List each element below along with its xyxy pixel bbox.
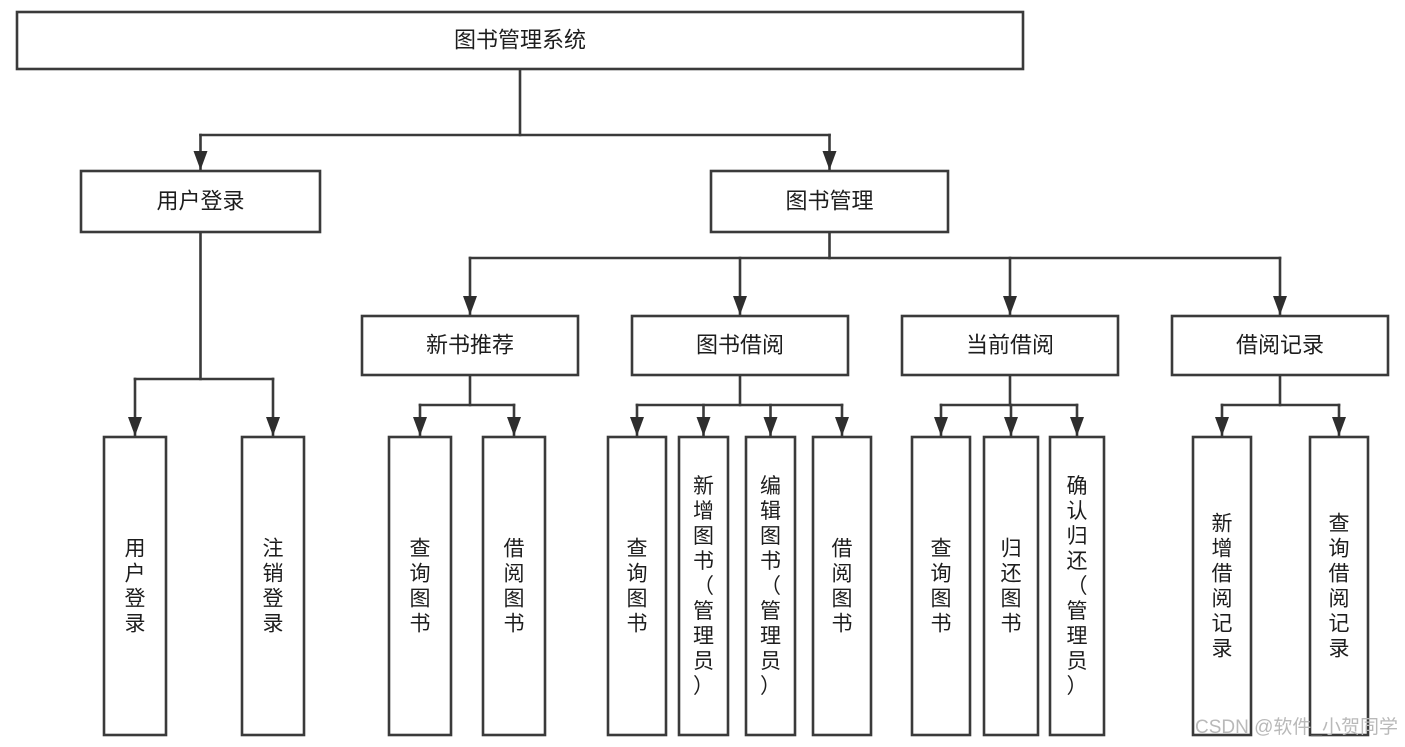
node-label-root: 图书管理系统 [454, 27, 586, 52]
arrow-head-icon [1070, 417, 1084, 436]
node-box-query-book-3[interactable] [910, 435, 972, 737]
node-box-root[interactable] [15, 10, 1025, 71]
node-box-current-borrow[interactable] [900, 314, 1120, 377]
arrow-head-icon [463, 296, 477, 315]
arrow-head-icon [934, 417, 948, 436]
node-label-current-borrow: 当前借阅 [966, 332, 1054, 357]
node-query-borrow-record[interactable]: 查询借阅记录 [1308, 435, 1370, 737]
node-user-login-leaf[interactable]: 用户登录 [102, 435, 168, 737]
arrow-head-icon [128, 417, 142, 436]
node-current-borrow[interactable]: 当前借阅 [900, 314, 1120, 377]
node-label-new-book-recommend: 新书推荐 [426, 332, 514, 357]
node-new-book-recommend[interactable]: 新书推荐 [360, 314, 580, 377]
node-borrow-record[interactable]: 借阅记录 [1170, 314, 1390, 377]
node-label-user-login-leaf: 用户登录 [125, 538, 146, 636]
node-add-borrow-record[interactable]: 新增借阅记录 [1191, 435, 1253, 737]
node-box-new-book-recommend[interactable] [360, 314, 580, 377]
node-box-return-book[interactable] [982, 435, 1040, 737]
node-label-user-login: 用户登录 [156, 188, 244, 213]
arrow-head-icon [763, 417, 778, 436]
node-box-borrow-book-1[interactable] [481, 435, 547, 737]
arrow-head-icon [1215, 417, 1229, 436]
arrow-head-icon [1003, 296, 1017, 315]
arrow-head-icon [630, 417, 644, 436]
node-label-query-book-3: 查询图书 [931, 538, 952, 636]
node-layer: 图书管理系统用户登录用户登录注销登录图书管理新书推荐查询图书借阅图书图书借阅查询… [15, 10, 1390, 737]
node-label-confirm-return-admin: 确认归还（管理员） [1067, 475, 1088, 698]
node-query-book-2[interactable]: 查询图书 [606, 435, 668, 737]
node-label-query-book-1: 查询图书 [410, 538, 431, 636]
node-query-book-1[interactable]: 查询图书 [387, 435, 453, 737]
node-label-borrow-book-1: 借阅图书 [504, 538, 525, 636]
node-box-borrow-book-2[interactable] [811, 435, 873, 737]
node-label-return-book: 归还图书 [1001, 538, 1022, 636]
arrow-head-icon [1004, 417, 1018, 436]
arrow-head-icon [733, 296, 747, 315]
arrow-head-icon [507, 417, 521, 436]
arrow-head-icon [1273, 296, 1287, 315]
node-box-query-book-2[interactable] [606, 435, 668, 737]
arrow-head-icon [413, 417, 427, 436]
node-box-user-login-leaf[interactable] [102, 435, 168, 737]
node-label-add-book-admin: 新增图书（管理员） [693, 475, 714, 698]
node-box-add-book-admin[interactable] [677, 435, 730, 737]
arrow-head-icon [1332, 417, 1346, 436]
node-box-query-book-1[interactable] [387, 435, 453, 737]
node-box-user-logout-leaf[interactable] [240, 435, 306, 737]
node-box-book-manage[interactable] [709, 169, 950, 234]
node-label-edit-book-admin: 编辑图书（管理员） [760, 475, 781, 698]
node-label-book-manage: 图书管理 [785, 188, 873, 213]
node-label-query-book-2: 查询图书 [627, 538, 648, 636]
node-return-book[interactable]: 归还图书 [982, 435, 1040, 737]
node-book-manage[interactable]: 图书管理 [709, 169, 950, 234]
node-box-add-borrow-record[interactable] [1191, 435, 1253, 737]
csdn-watermark: CSDN @软件_小贺同学 [1195, 716, 1398, 738]
node-root[interactable]: 图书管理系统 [15, 10, 1025, 71]
node-box-edit-book-admin[interactable] [744, 435, 797, 737]
node-label-user-logout-leaf: 注销登录 [263, 538, 284, 636]
node-user-logout-leaf[interactable]: 注销登录 [240, 435, 306, 737]
node-label-query-borrow-record: 查询借阅记录 [1329, 513, 1350, 661]
node-label-borrow-book-2: 借阅图书 [832, 538, 853, 636]
node-box-query-borrow-record[interactable] [1308, 435, 1370, 737]
arrow-head-icon [193, 151, 208, 170]
node-user-login[interactable]: 用户登录 [79, 169, 322, 234]
arrow-head-icon [696, 417, 711, 436]
node-label-book-borrow: 图书借阅 [696, 332, 784, 357]
node-box-user-login[interactable] [79, 169, 322, 234]
node-edit-book-admin[interactable]: 编辑图书（管理员） [744, 435, 797, 737]
node-box-book-borrow[interactable] [630, 314, 850, 377]
arrow-head-icon [822, 151, 837, 170]
node-box-borrow-record[interactable] [1170, 314, 1390, 377]
arrow-head-icon [835, 417, 849, 436]
node-add-book-admin[interactable]: 新增图书（管理员） [677, 435, 730, 737]
node-box-confirm-return-admin[interactable] [1048, 435, 1106, 737]
node-confirm-return-admin[interactable]: 确认归还（管理员） [1048, 435, 1106, 737]
node-label-borrow-record: 借阅记录 [1236, 332, 1324, 357]
node-query-book-3[interactable]: 查询图书 [910, 435, 972, 737]
arrow-head-icon [266, 417, 280, 436]
node-borrow-book-2[interactable]: 借阅图书 [811, 435, 873, 737]
node-label-add-borrow-record: 新增借阅记录 [1212, 513, 1233, 661]
node-book-borrow[interactable]: 图书借阅 [630, 314, 850, 377]
node-borrow-book-1[interactable]: 借阅图书 [481, 435, 547, 737]
connector-layer [128, 67, 1346, 437]
